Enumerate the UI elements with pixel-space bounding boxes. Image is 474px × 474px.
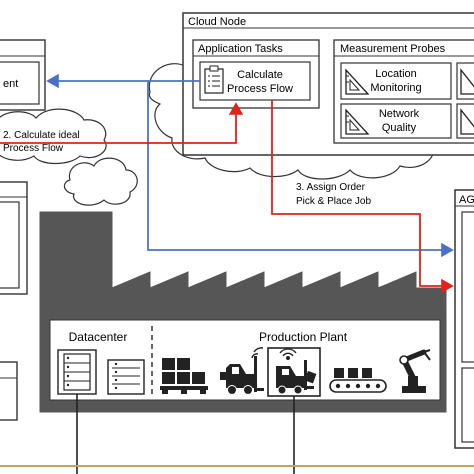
probe-network-quality-partial	[456, 103, 474, 139]
right-box-title: AG	[459, 194, 474, 206]
probe-network-line1: Network	[379, 108, 420, 120]
forklift-icon	[220, 347, 264, 395]
ruler-triangle-icon	[345, 108, 370, 135]
task-label-line1: Calculate	[237, 69, 283, 81]
calc-flow-label-1: 2. Calculate ideal	[3, 130, 80, 141]
left-partial-window: ent	[0, 39, 46, 111]
server-rack-icon	[57, 349, 97, 395]
left-box-label: ent	[3, 78, 18, 90]
assign-label-1: 3. Assign Order	[296, 182, 366, 193]
clipboard-icon	[204, 65, 224, 94]
production-plant-label: Production Plant	[259, 330, 348, 344]
application-tasks-title: Application Tasks	[198, 43, 283, 55]
probe-location-line2: Monitoring	[370, 82, 421, 94]
server-rack-icon	[107, 359, 145, 395]
agv-robot-icon	[267, 347, 321, 397]
ruler-triangle-icon	[345, 68, 370, 95]
calculate-process-flow-task: Calculate Process Flow	[199, 61, 311, 101]
datacenter-label: Datacenter	[69, 330, 128, 344]
left-lower-windows	[0, 181, 28, 421]
conveyor-belt-icon	[329, 368, 387, 393]
cloud-shape-tiny	[63, 157, 138, 206]
blue-flow-line	[46, 73, 454, 258]
task-label-line2: Process Flow	[227, 83, 293, 95]
measurement-probes-title: Measurement Probes	[340, 43, 446, 55]
robot-arm-icon	[399, 349, 431, 393]
probe-location-line1: Location	[375, 68, 417, 80]
probe-network-quality: Network Quality	[340, 103, 452, 139]
pallet-boxes-icon	[160, 358, 208, 394]
probe-location-monitoring: Location Monitoring	[340, 62, 452, 100]
cloud-shape-small	[0, 108, 107, 165]
probe-location-monitoring-partial	[456, 62, 474, 100]
red-flow-calc	[0, 102, 244, 144]
cloud-node-title: Cloud Node	[188, 16, 246, 28]
probe-network-line2: Quality	[382, 122, 417, 134]
right-partial-window: AG	[454, 189, 474, 449]
factory-connector-lines	[76, 394, 295, 474]
assign-label-2: Pick & Place Job	[296, 196, 371, 207]
calc-flow-label-2: Process Flow	[3, 143, 64, 154]
red-flow-assign	[271, 100, 454, 294]
